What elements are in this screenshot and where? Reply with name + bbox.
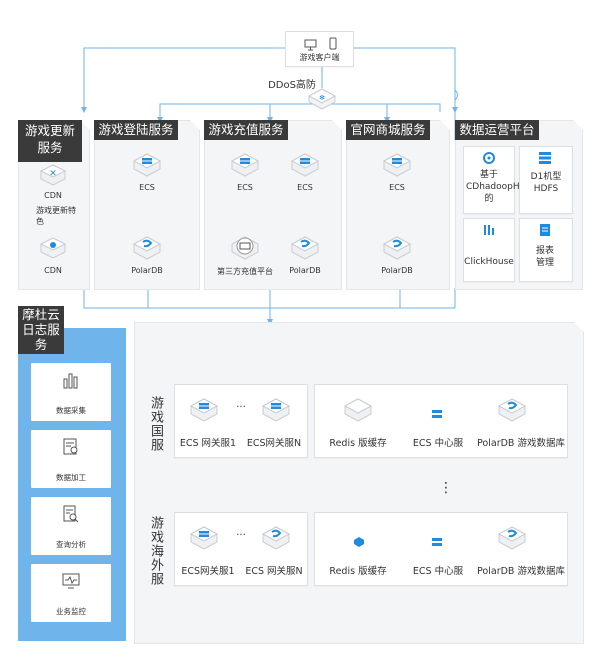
ecs-icon [382,152,412,182]
center-server-icon [431,533,443,552]
log-item-process: 数据加工 [31,430,111,488]
data-item-clickhouse: ClickHouse [463,218,515,282]
ecs-icon [261,525,291,555]
game-servers-panel [134,322,584,644]
log-service-panel: 数据采集 数据加工 查询分析 业务监控 [18,328,126,641]
recharge-ecs-left-label: ECS [237,183,253,192]
log-item-query: 查询分析 [31,497,111,555]
data-platform-title: 数据运营平台 [455,120,539,140]
update-service-title: 游戏更新服务 [18,120,82,162]
svg-text:✻: ✻ [319,94,325,102]
monitor-pulse-icon [62,572,80,594]
update-feature-text: 游戏更新特色 [36,206,76,226]
ddos-label: DDoS高防 [268,80,316,91]
domestic-gateway-group: ... ECS 网关服1 ECS网关服N [174,384,308,458]
gear-icon [481,150,497,170]
document-search-icon [62,505,80,527]
ecs-icon [290,152,320,182]
cdn-icon: ✕ [39,163,67,191]
recharge-service-title: 游戏充值服务 [204,120,288,140]
redis-icon [353,533,365,552]
clickhouse-icon [481,222,497,242]
data-item-reports: 报表管理 [519,218,573,282]
polardb-icon [497,525,527,555]
bar-chart-icon [62,371,80,393]
cdn-top-label: CDN [44,191,62,200]
storage-icon [537,150,553,170]
recharge-service-panel [204,120,342,290]
client-label: 游戏客户端 [299,53,340,62]
overseas-zone-title: 游戏海外服 [148,516,163,586]
data-item-cdhadoop: 基于CDhadoopH的 [463,146,520,214]
cdn-cloud-icon [39,236,67,264]
domestic-core-group: Redis 版缓存 ECS 中心服 PolarDB 游戏数据库 [314,384,568,458]
polardb-icon [382,235,412,265]
log-service-title: 摩杜云日志服务 [18,306,64,354]
polardb-icon [290,235,320,265]
login-ecs-label: ECS [139,183,155,192]
third-party-label: 第三方充值平台 [217,267,273,276]
cdn-bottom-label: CDN [44,266,62,275]
polardb-icon [132,235,162,265]
center-server-icon [431,405,443,424]
login-service-title: 游戏登陆服务 [94,120,178,140]
mall-polardb-label: PolarDB [381,266,413,275]
polardb-icon [497,397,527,427]
phone-icon [329,35,337,54]
report-icon [537,222,553,242]
recharge-ecs-right-label: ECS [297,183,313,192]
more-zones-dots: ⋮ [439,480,453,496]
log-item-collect: 数据采集 [31,363,111,421]
mall-service-title: 官网商城服务 [346,120,430,140]
log-item-monitor: 业务监控 [31,564,111,622]
mall-ecs-label: ECS [389,183,405,192]
svg-text:✕: ✕ [49,169,57,179]
game-client-node: 游戏客户端 [285,31,354,67]
domestic-zone-title: 游戏国服 [148,396,163,452]
recharge-polardb-label: PolarDB [289,266,321,275]
ecs-icon [132,152,162,182]
ddos-shield-icon: ✻ [307,88,337,114]
ecs-icon [261,397,291,427]
overseas-gateway-group: ... ECS网关服1 ECS 网关服N [174,512,308,586]
payment-platform-icon [230,235,260,265]
redis-icon [343,397,373,427]
data-item-hdfs: D1机型HDFS [519,146,573,214]
login-polardb-label: PolarDB [131,266,163,275]
ecs-icon [189,397,219,427]
ecs-icon [230,152,260,182]
ecs-icon [189,525,219,555]
overseas-core-group: Redis 版缓存 ECS 中心服 PolarDB 游戏数据库 [314,512,568,586]
document-gear-icon [62,438,80,460]
monitor-icon [304,36,317,55]
